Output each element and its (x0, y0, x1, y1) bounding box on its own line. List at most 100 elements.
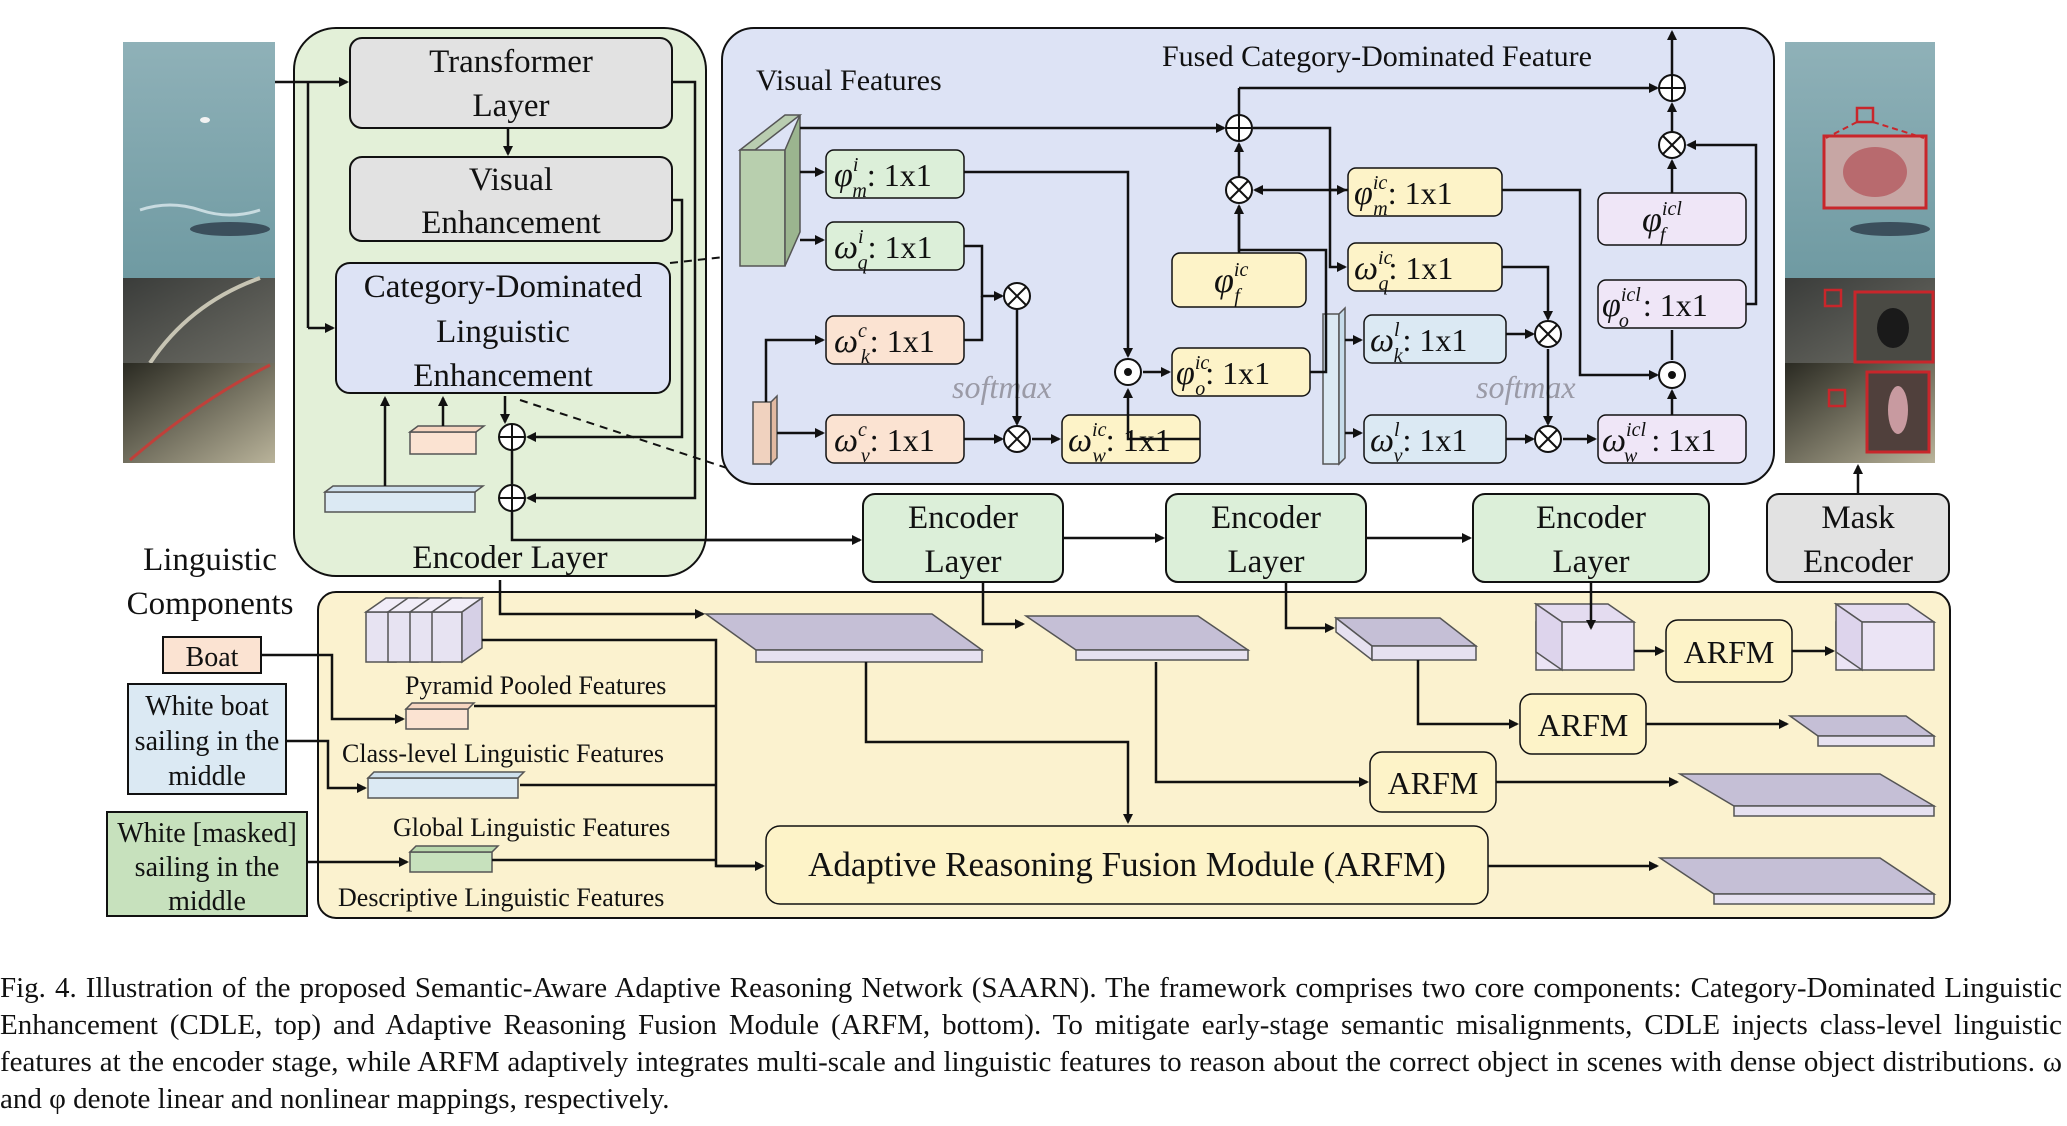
encoder-layer-label: Encoder Layer (412, 540, 607, 576)
times-node-6 (1658, 131, 1686, 159)
global-bar (366, 771, 526, 799)
mask-highlight-1 (1822, 106, 1928, 210)
arfm-panel (317, 591, 1951, 919)
softmax-label-2: softmax (1476, 369, 1576, 405)
times-node-3 (1225, 176, 1253, 204)
svg-text:Layer: Layer (925, 544, 1002, 580)
cdle-label-3: Enhancement (413, 358, 593, 394)
dot-node-1 (1114, 358, 1142, 386)
detail-operator-nodes (1003, 74, 1686, 453)
figure-caption: Fig. 4. Illustration of the proposed Sem… (0, 970, 2062, 1118)
svg-text:ωlk: 1x1: ωlk: 1x1 (1370, 319, 1467, 367)
global-label: Global Linguistic Features (393, 813, 670, 842)
svg-text:ωck: 1x1: ωck: 1x1 (834, 320, 935, 368)
caption-text: Fig. 4. Illustration of the proposed Sem… (0, 972, 2062, 1115)
svg-text:White boat: White boat (145, 691, 269, 722)
fused-feature-label: Fused Category-Dominated Feature (1162, 40, 1592, 73)
svg-text:Adaptive Reasoning Fusion Modu: Adaptive Reasoning Fusion Module (ARFM) (808, 845, 1446, 884)
plus-node-2 (498, 484, 526, 512)
pyramid-label: Pyramid Pooled Features (405, 671, 666, 700)
encoder-layer-4: Encoder Layer (1472, 493, 1710, 583)
encoder-layer-2: Encoder Layer (862, 493, 1064, 583)
encoder-chain-arrows (1063, 464, 1863, 543)
svg-text:ARFM: ARFM (1388, 765, 1479, 801)
plus-node-3 (1225, 114, 1253, 142)
transformer-label-2: Layer (473, 88, 550, 124)
white-masked-box: White [masked] sailing in the middle (106, 811, 308, 917)
saarn-diagram: Transformer Layer Visual Enhancement Cat… (106, 27, 1951, 919)
feature-slabs (703, 602, 1937, 905)
svg-text:Encoder: Encoder (1803, 544, 1913, 580)
linguistic-title-1: Linguistic (143, 542, 277, 578)
white-boat-box: White boat sailing in the middle (127, 683, 287, 795)
zoom-line-top (669, 255, 734, 264)
svg-text:ARFM: ARFM (1538, 707, 1629, 743)
encoder-arrows (275, 77, 862, 545)
descriptive-label: Descriptive Linguistic Features (338, 883, 664, 912)
times-node-5 (1534, 425, 1562, 453)
transformer-label-1: Transformer (429, 44, 593, 80)
transformer-layer-block: Transformer Layer (349, 37, 673, 129)
descriptive-bar (408, 845, 500, 873)
mask-highlight-3 (1827, 370, 1931, 454)
svg-text:ωlv: 1x1: ωlv: 1x1 (1370, 419, 1467, 467)
linguistic-title-2: Components (127, 586, 294, 622)
arfm-box-1: ARFM (1665, 619, 1793, 683)
times-node-4 (1534, 320, 1562, 348)
boat-box: Boat (162, 636, 262, 674)
detail-arrows (764, 30, 1758, 444)
svg-text:Boat: Boat (186, 642, 239, 673)
visual-enhancement-block: Visual Enhancement (349, 156, 673, 242)
svg-text:middle: middle (168, 761, 246, 792)
cdle-label-2: Linguistic (436, 314, 570, 350)
mask-highlight-2 (1823, 288, 1935, 364)
softmax-label-1: softmax (952, 369, 1052, 405)
pyramid-pooled-cubes (363, 596, 485, 664)
arfm-box-3: ARFM (1369, 751, 1497, 813)
class-level-bar (404, 702, 476, 730)
output-images-right (1785, 42, 1935, 463)
svg-text:ωcv: 1x1: ωcv: 1x1 (834, 419, 935, 467)
mask-encoder-block: Mask Encoder (1766, 493, 1950, 583)
plus-node-4 (1658, 74, 1686, 102)
svg-text:middle: middle (168, 886, 246, 917)
visual-feature-cube (737, 114, 803, 267)
input-images-left (123, 42, 275, 463)
class-token-bar (407, 425, 487, 455)
arfm-main-box: Adaptive Reasoning Fusion Module (ARFM) (765, 825, 1489, 905)
svg-text:Mask: Mask (1821, 500, 1895, 536)
plus-node-1 (498, 423, 526, 451)
class-level-label: Class-level Linguistic Features (342, 739, 664, 768)
arfm-arrows (261, 580, 1835, 871)
class-feature-bar (752, 394, 778, 466)
times-node-2 (1003, 425, 1031, 453)
svg-text:φim: 1x1: φim: 1x1 (834, 154, 932, 202)
svg-text:Layer: Layer (1228, 544, 1305, 580)
svg-text:ωiq: 1x1: ωiq: 1x1 (834, 226, 932, 274)
svg-text:sailing in the: sailing in the (135, 852, 280, 883)
svg-text:Encoder: Encoder (1211, 500, 1321, 536)
encoder-layer-3: Encoder Layer (1165, 493, 1367, 583)
svg-text:Encoder: Encoder (1536, 500, 1646, 536)
svg-text:sailing in the: sailing in the (135, 726, 280, 757)
